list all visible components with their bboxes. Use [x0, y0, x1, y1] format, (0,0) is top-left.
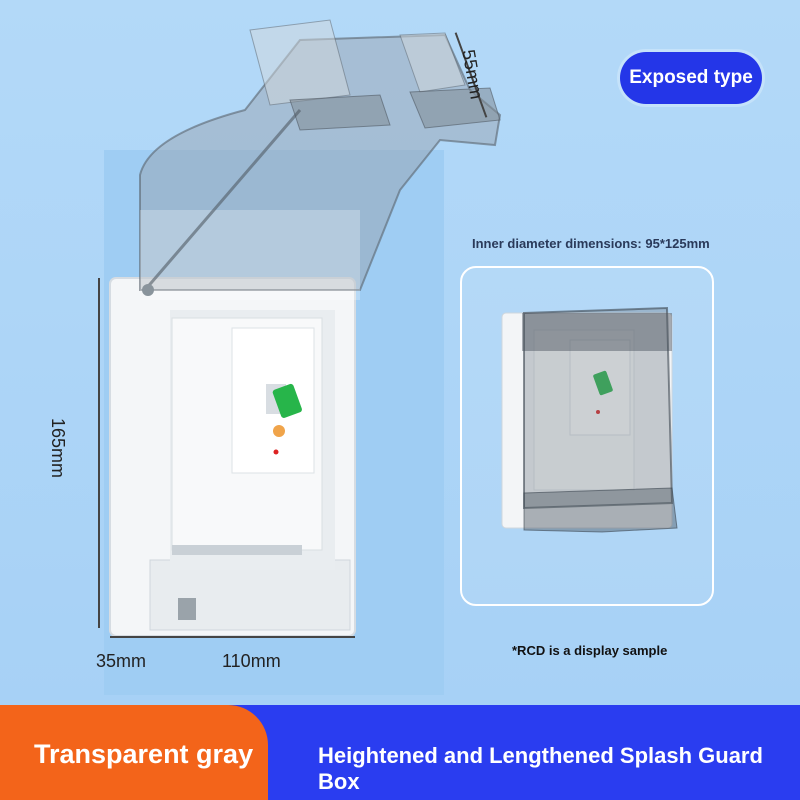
inset-card [460, 266, 714, 606]
product-title: Heightened and Lengthened Splash Guard B… [318, 743, 763, 794]
dim-label-width: 110mm [222, 651, 281, 671]
rcd-sample-note: *RCD is a display sample [512, 643, 668, 658]
color-label: Transparent gray [34, 739, 254, 769]
dim-label-depth: 35mm [96, 651, 147, 671]
dim-line-width [110, 636, 355, 638]
footer-color-panel: Transparent gray [0, 705, 268, 800]
inset-product-image [501, 306, 678, 533]
dim-line-height [98, 278, 100, 628]
inner-dimensions-text: Inner diameter dimensions: 95*125mm [472, 236, 710, 251]
dim-label-height: 165mm [48, 418, 68, 479]
footer-banner: Transparent gray Heightened and Lengthen… [0, 705, 800, 800]
splash-guard-box-image [109, 19, 502, 637]
exposed-type-badge: Exposed type [620, 52, 762, 104]
